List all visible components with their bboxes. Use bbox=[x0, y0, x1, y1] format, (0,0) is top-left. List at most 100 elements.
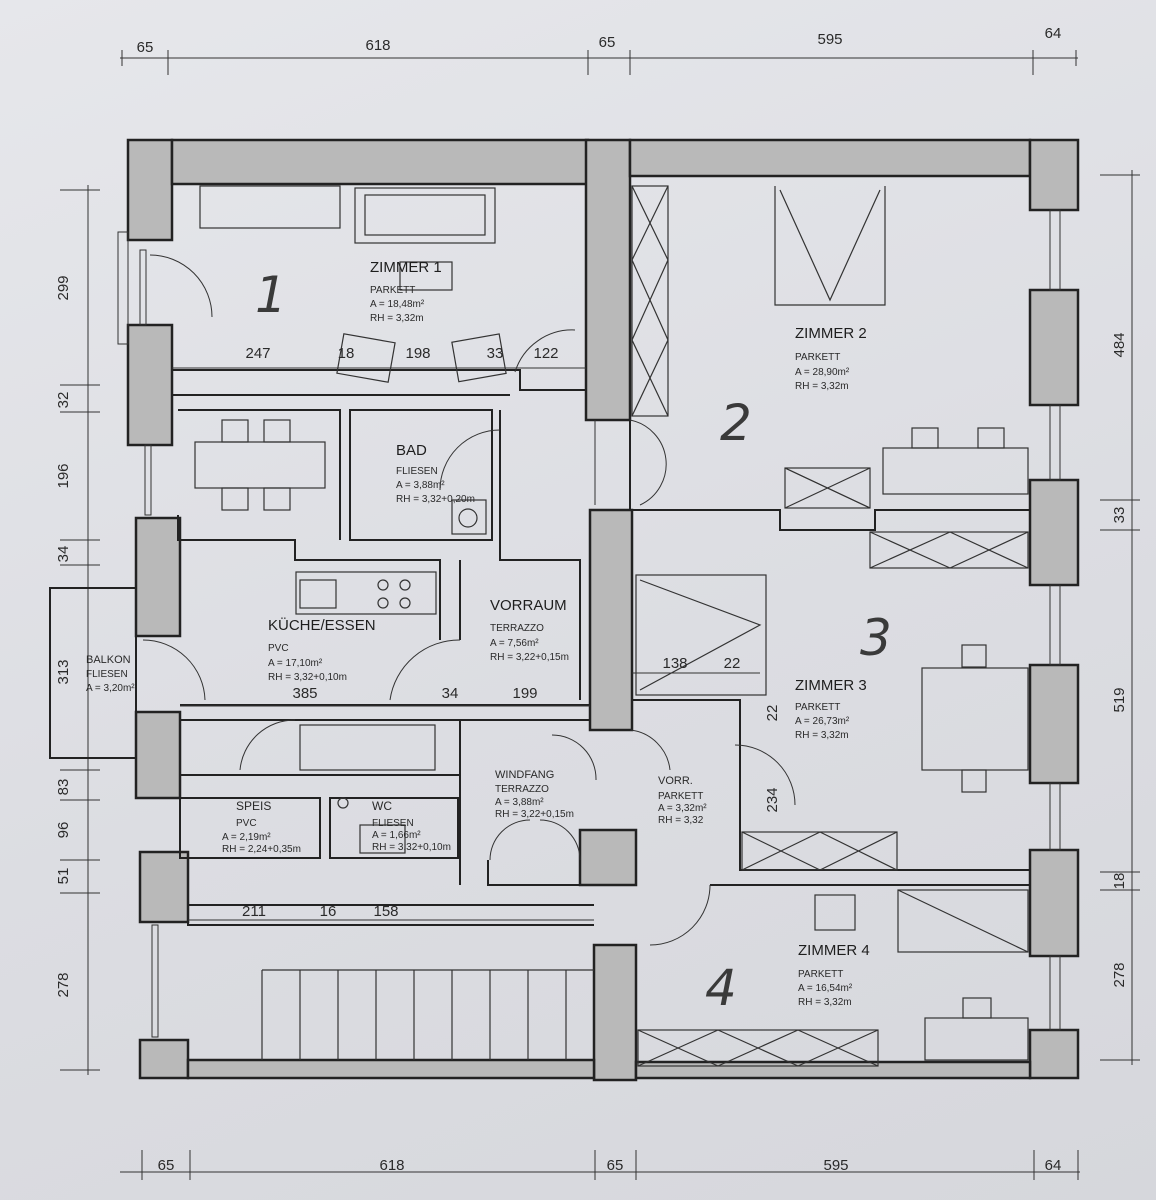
wall-right-pier-5 bbox=[1028, 848, 1080, 958]
vorr-name: VORR. bbox=[658, 775, 693, 787]
speis-area: A = 2,19m² bbox=[222, 832, 271, 843]
dim-inner-18: 18 bbox=[338, 345, 355, 362]
room-windfang: WINDFANG TERRAZZO A = 3,88m² RH = 3,22+0… bbox=[495, 769, 574, 820]
bad-name: BAD bbox=[396, 442, 427, 459]
vorraum-area: A = 7,56m² bbox=[490, 638, 539, 649]
balkon-floor: FLIESEN bbox=[86, 669, 128, 680]
dim-left-8: 51 bbox=[55, 868, 72, 885]
wall-top-zimmer2 bbox=[628, 138, 1032, 178]
room-balkon: BALKON FLIESEN A = 3,20m² bbox=[86, 654, 135, 694]
door-zimmer1-balcony bbox=[149, 254, 213, 318]
door-zimmer4 bbox=[649, 884, 711, 946]
bad-floor: FLIESEN bbox=[396, 466, 438, 477]
dim-left-5: 313 bbox=[55, 659, 72, 684]
room-zimmer2: ZIMMER 2 PARKETT A = 28,90m² RH = 3,32m … bbox=[720, 325, 867, 452]
dim-top-2: 618 bbox=[365, 37, 390, 54]
dim-left-9: 278 bbox=[55, 972, 72, 997]
zimmer3-height: RH = 3,32m bbox=[795, 730, 849, 741]
kitchen-counter bbox=[295, 571, 437, 615]
bad-area: A = 3,88m² bbox=[396, 480, 445, 491]
wall-left-upper bbox=[126, 323, 174, 447]
dim-right-5: 278 bbox=[1111, 962, 1128, 987]
room-zimmer4: ZIMMER 4 PARKETT A = 16,54m² RH = 3,32m … bbox=[705, 942, 870, 1017]
door-balcony bbox=[142, 639, 206, 701]
dim-inner-122: 122 bbox=[533, 345, 558, 362]
zimmer4-floor: PARKETT bbox=[798, 969, 843, 980]
dim-bottom-5: 64 bbox=[1045, 1157, 1062, 1174]
kitchen-dining-table bbox=[194, 441, 326, 489]
wall-right-pier-6 bbox=[1028, 1028, 1080, 1080]
windfang-height: RH = 3,22+0,15m bbox=[495, 809, 574, 820]
room-bad: BAD FLIESEN A = 3,88m² RH = 3,32+0,20m bbox=[396, 442, 475, 505]
zimmer4-height: RH = 3,32m bbox=[798, 997, 852, 1008]
wc-toilet bbox=[359, 824, 406, 854]
corridor-cabinet bbox=[299, 724, 436, 771]
zimmer2-area: A = 28,90m² bbox=[795, 367, 850, 378]
balcony bbox=[49, 231, 137, 759]
zimmer2-name: ZIMMER 2 bbox=[795, 325, 867, 342]
zimmer2-floor: PARKETT bbox=[795, 352, 840, 363]
wall-left-lower bbox=[138, 850, 190, 924]
zimmer3-shelf bbox=[869, 531, 1029, 569]
balcony-outline bbox=[49, 587, 137, 759]
wall-right-pier-4 bbox=[1028, 663, 1080, 785]
dim-top-1: 65 bbox=[137, 39, 154, 56]
room-zimmer1: ZIMMER 1 PARKETT A = 18,48m² RH = 3,32m … bbox=[255, 259, 442, 324]
dim-right-3: 519 bbox=[1111, 687, 1128, 712]
wall-right-pier-1 bbox=[1028, 138, 1080, 212]
dim-inner-22: 22 bbox=[724, 655, 741, 672]
zimmer3-floor: PARKETT bbox=[795, 702, 840, 713]
vorraum-height: RH = 3,22+0,15m bbox=[490, 652, 569, 663]
speis-floor: PVC bbox=[236, 818, 257, 829]
bad-height: RH = 3,32+0,20m bbox=[396, 494, 475, 505]
door-kitchen bbox=[389, 639, 461, 701]
zimmer4-wardrobe bbox=[637, 1029, 879, 1067]
zimmer1-hand-number: 1 bbox=[255, 266, 287, 324]
wc-floor: FLIESEN bbox=[372, 818, 414, 829]
kueche-floor: PVC bbox=[268, 643, 289, 654]
furniture bbox=[194, 185, 1029, 1067]
zimmer2-desk bbox=[882, 447, 1029, 495]
wall-spine-lower bbox=[578, 828, 638, 887]
room-wc: WC FLIESEN A = 1,66m² RH = 3,32+0,10m bbox=[372, 799, 451, 853]
zimmer4-area: A = 16,54m² bbox=[798, 983, 853, 994]
wall-spine-middle bbox=[588, 508, 634, 732]
windows bbox=[139, 209, 1061, 1038]
zimmer1-area: A = 18,48m² bbox=[370, 299, 425, 310]
walls bbox=[126, 138, 1080, 1082]
dim-top-3: 65 bbox=[599, 34, 616, 51]
dim-top-5: 64 bbox=[1045, 25, 1062, 42]
door-corridor bbox=[239, 719, 296, 771]
dim-left-1: 299 bbox=[55, 275, 72, 300]
balkon-name: BALKON bbox=[86, 654, 131, 666]
wc-area: A = 1,66m² bbox=[372, 830, 421, 841]
zimmer3-hand-number: 3 bbox=[860, 609, 892, 667]
dim-inner-33: 33 bbox=[487, 345, 504, 362]
wall-left-balcony bbox=[134, 710, 182, 800]
right-dimension-chain: 484 33 519 18 278 bbox=[1100, 170, 1140, 1065]
zimmer3-bed bbox=[635, 574, 767, 696]
dim-inner-158: 158 bbox=[373, 903, 398, 920]
staircase bbox=[261, 969, 594, 1060]
dim-inner-16: 16 bbox=[320, 903, 337, 920]
zimmer1-name: ZIMMER 1 bbox=[370, 259, 442, 276]
room-vorraum: VORRAUM TERRAZZO A = 7,56m² RH = 3,22+0,… bbox=[490, 597, 569, 663]
door-bad bbox=[439, 429, 501, 491]
dim-bottom-1: 65 bbox=[158, 1157, 175, 1174]
zimmer1-sofa bbox=[354, 187, 496, 244]
vorr-area: A = 3,32m² bbox=[658, 803, 707, 814]
door-entrance bbox=[489, 819, 581, 861]
zimmer4-desk bbox=[924, 1017, 1029, 1061]
dim-inner-385: 385 bbox=[292, 685, 317, 702]
doors bbox=[142, 254, 796, 946]
wall-bottom-right bbox=[634, 1060, 1032, 1080]
wall-right-pier-2 bbox=[1028, 288, 1080, 407]
zimmer1-height: RH = 3,32m bbox=[370, 313, 424, 324]
dim-inner-234: 234 bbox=[764, 787, 781, 812]
zimmer2-height: RH = 3,32m bbox=[795, 381, 849, 392]
top-dimension-chain: 65 618 65 595 64 bbox=[120, 25, 1078, 75]
door-zimmer2 bbox=[594, 419, 667, 506]
windfang-name: WINDFANG bbox=[495, 769, 554, 781]
